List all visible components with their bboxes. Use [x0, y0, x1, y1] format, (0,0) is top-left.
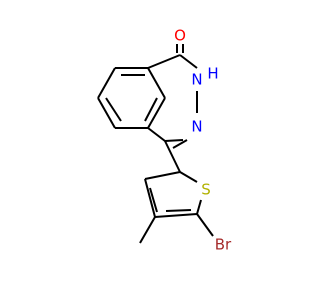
- bond-double-inner: [165, 209, 192, 212]
- thiophene-linker: [164, 140, 181, 173]
- bond: [179, 54, 198, 69]
- bromine-label: Br: [215, 236, 232, 254]
- oxygen-label: O: [174, 27, 186, 45]
- pyridazinone-ring: [147, 44, 198, 149]
- molecule-canvas: O N H N S Br: [97, 26, 233, 254]
- nitrogen-label-top: N: [191, 71, 202, 89]
- bond: [97, 67, 116, 99]
- bond: [147, 67, 166, 99]
- bond-double-inner: [149, 187, 158, 213]
- substituents: [139, 213, 214, 244]
- bond: [164, 139, 184, 142]
- bond: [144, 171, 181, 180]
- bromine-bond: [196, 213, 214, 237]
- bond-double-inner: [105, 97, 122, 122]
- hydrogen-label: H: [207, 65, 218, 83]
- bond: [164, 140, 181, 173]
- bond: [144, 178, 156, 218]
- benzene-ring: [97, 67, 166, 129]
- molecule-diagram: O N H N S Br: [97, 27, 232, 254]
- bond: [196, 199, 202, 215]
- methyl-bond: [139, 216, 156, 244]
- bond-double-inner: [144, 97, 158, 122]
- bond: [147, 97, 166, 129]
- bond: [147, 54, 181, 69]
- bond: [147, 127, 166, 142]
- sulfur-label: S: [201, 181, 211, 199]
- bond: [154, 213, 198, 218]
- thiophene-ring: [144, 171, 202, 218]
- bond-double-inner: [172, 139, 188, 149]
- bond: [97, 97, 116, 129]
- nitrogen-label-bottom: N: [191, 118, 202, 136]
- bond: [179, 171, 198, 183]
